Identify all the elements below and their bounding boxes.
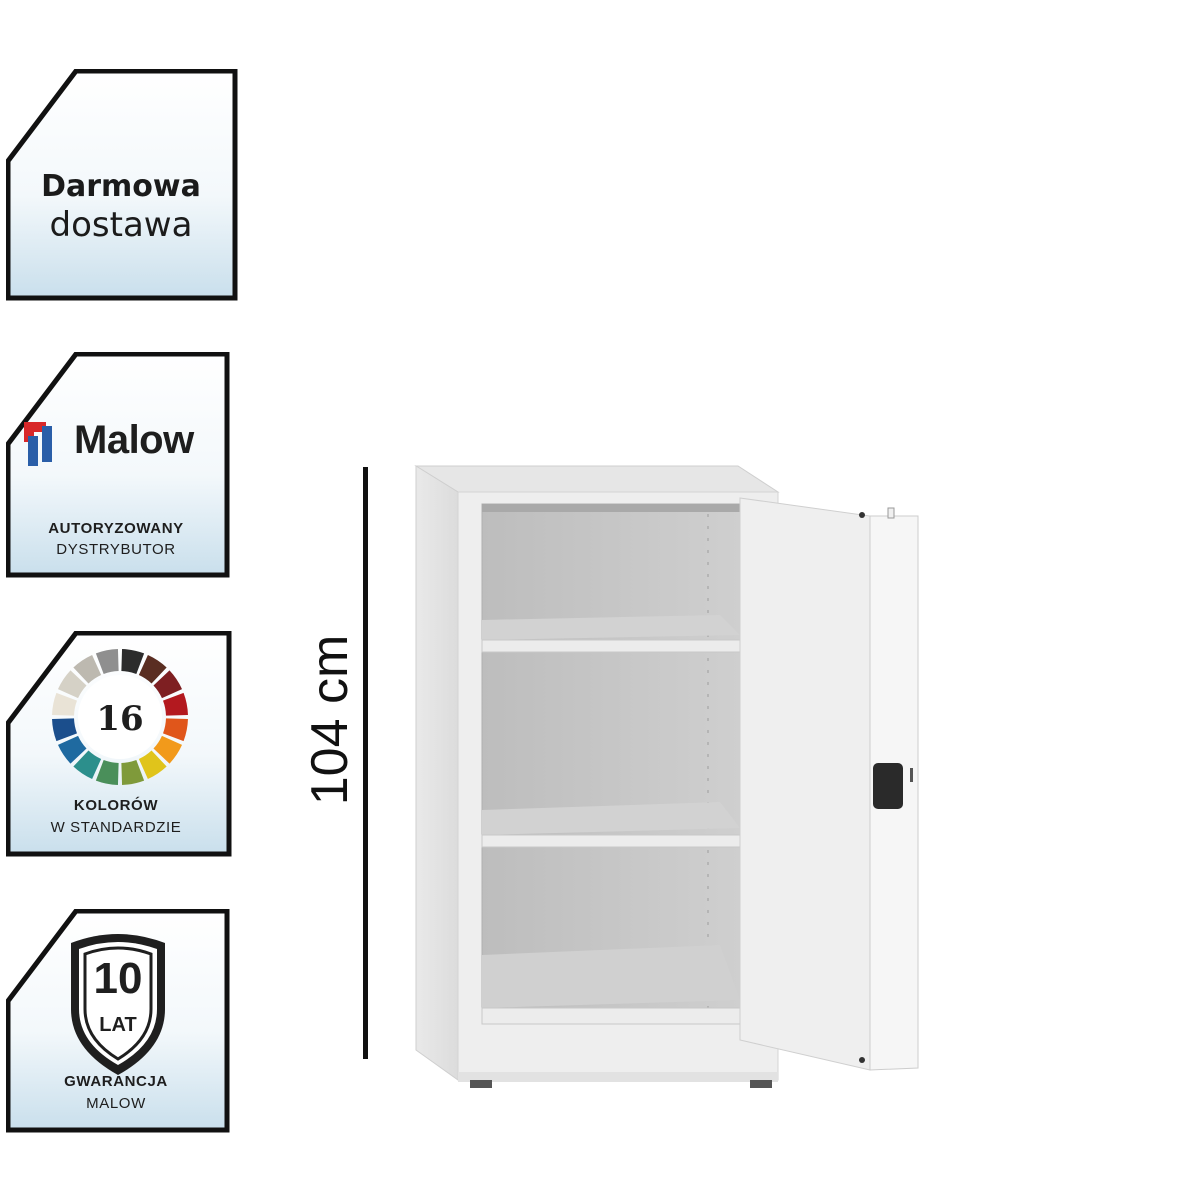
distributor-line2: DYSTRYBUTOR (56, 541, 176, 558)
color-swatch (163, 718, 188, 742)
badge-frame (6, 352, 230, 578)
color-swatch (73, 654, 102, 684)
warranty-line1: GWARANCJA (64, 1073, 168, 1090)
delivery-subtitle: dostawa (49, 205, 193, 245)
colors-line2: W STANDARDZIE (50, 819, 182, 836)
color-swatch (95, 649, 119, 674)
brand-name: Malow (74, 418, 194, 462)
metal-cabinet-image (414, 465, 919, 1088)
malow-logo-icon (24, 422, 52, 466)
distributor-line1: AUTORYZOWANY (48, 520, 184, 537)
color-swatch (153, 735, 183, 764)
warranty-unit: LAT (99, 1014, 136, 1036)
color-swatch (138, 750, 167, 780)
badge-frame (6, 69, 238, 301)
height-dimension-label: 104 cm (301, 634, 359, 806)
delivery-title: Darmowa (41, 169, 201, 204)
color-swatch (138, 654, 167, 684)
color-swatch (95, 760, 119, 785)
color-swatch (52, 692, 77, 716)
warranty-badge: 10 LAT GWARANCJA MALOW (6, 909, 236, 1139)
height-dimension-line (363, 467, 368, 1059)
authorized-distributor-badge: Malow AUTORYZOWANY DYSTRYBUTOR (6, 352, 236, 582)
color-swatch (153, 670, 183, 699)
colors-count: 16 (96, 699, 143, 739)
colors-badge: 16 KOLORÓW W STANDARDZIE (6, 631, 236, 861)
free-delivery-badge: Darmowa dostawa (6, 69, 238, 301)
shield-icon: 10 LAT (71, 934, 165, 1075)
color-swatch (52, 718, 77, 742)
colors-line1: KOLORÓW (73, 797, 159, 814)
warranty-line2: MALOW (86, 1095, 146, 1112)
color-swatch (73, 750, 102, 780)
warranty-years: 10 (94, 954, 143, 1003)
color-swatch (57, 670, 87, 699)
color-swatch (163, 692, 188, 716)
color-swatch (121, 649, 145, 674)
color-swatch (121, 760, 145, 785)
color-wheel-icon: 16 (52, 649, 188, 785)
color-swatch (57, 735, 87, 764)
